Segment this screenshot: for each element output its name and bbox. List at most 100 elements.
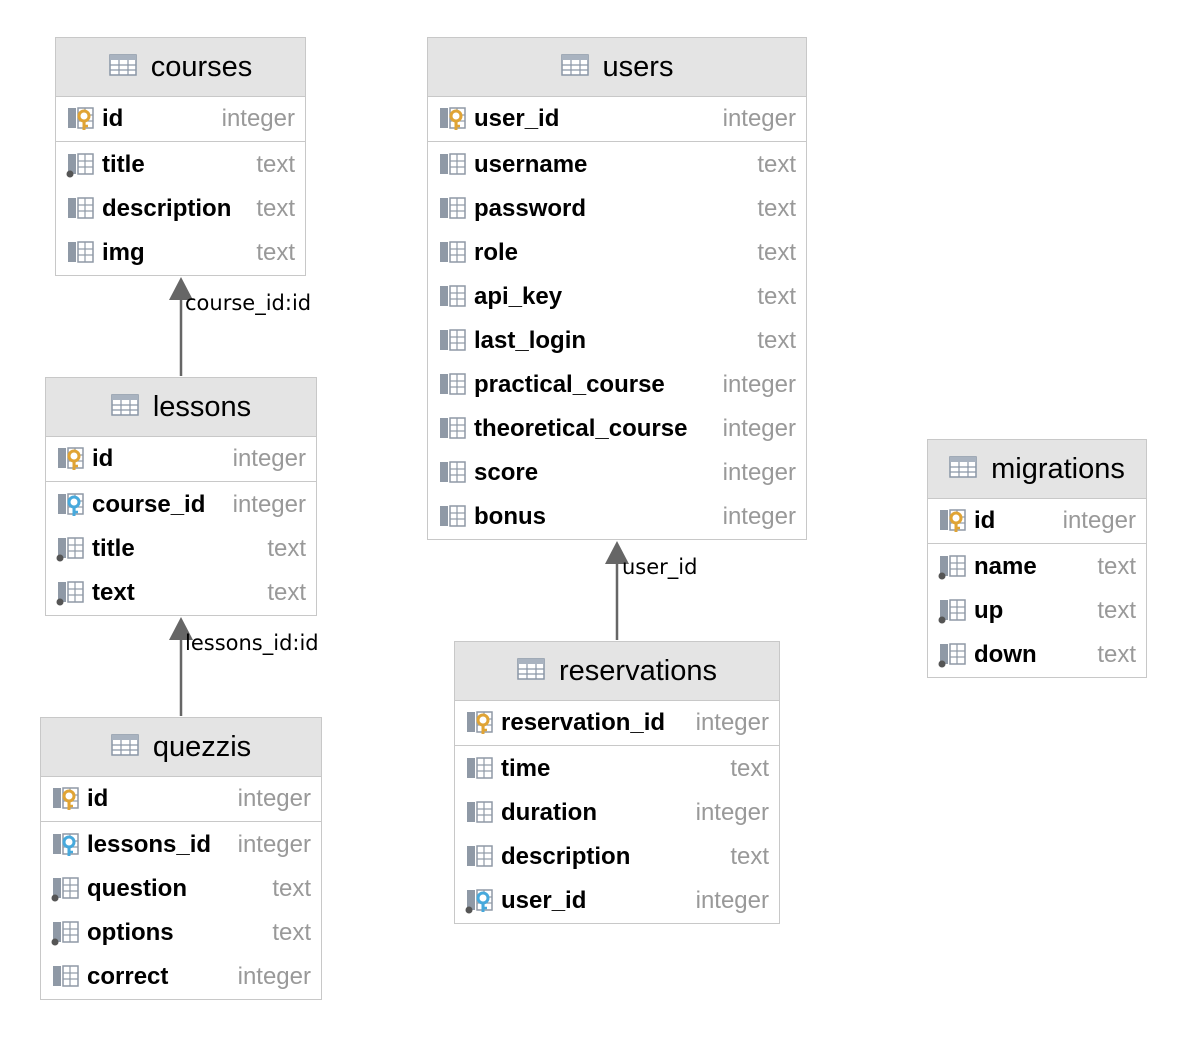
column-row-course_id[interactable]: course_id integer [46,483,316,527]
column-icon [51,920,81,946]
table-header[interactable]: users [428,38,806,97]
table-icon [560,53,589,81]
column-icon [938,554,968,580]
table-icon [111,393,139,421]
table-name: courses [150,50,253,83]
table-icon [517,657,545,685]
column-type: integer [237,831,311,858]
column-name: reservation_id [501,709,666,736]
column-name: duration [501,799,597,826]
foreign-key-icon [465,888,495,914]
column-type: integer [1062,507,1136,534]
table-header[interactable]: courses [56,38,305,97]
column-row-up[interactable]: up text [928,589,1146,633]
column-row-duration[interactable]: duration integer [455,791,779,835]
primary-key-icon [465,710,495,736]
column-row-time[interactable]: time text [455,747,779,791]
column-type: integer [232,491,306,518]
column-type: text [256,151,295,178]
column-type: text [256,239,295,266]
column-name: time [501,755,551,782]
column-icon [56,580,86,606]
column-icon [438,240,468,266]
column-icon [465,756,495,782]
column-name: course_id [92,491,206,518]
column-name: title [102,151,145,178]
column-icon [66,240,96,266]
column-name: theoretical_course [474,415,688,442]
column-icon [51,876,81,902]
column-name: up [974,597,1004,624]
column-type: text [730,755,769,782]
column-row-title[interactable]: title text [56,143,305,187]
table-header[interactable]: migrations [928,440,1146,499]
column-icon [66,152,96,178]
column-type: integer [722,459,796,486]
column-type: integer [232,445,306,472]
column-name: user_id [501,887,587,914]
column-type: text [757,327,796,354]
column-type: text [757,239,796,266]
column-icon [465,844,495,870]
connector-arrowhead [169,617,193,640]
column-icon [66,196,96,222]
primary-key-icon [51,786,81,812]
foreign-key-icon [56,492,86,518]
column-name: id [102,105,124,132]
table-name: migrations [991,452,1125,485]
column-type: text [1097,597,1136,624]
column-name: correct [87,963,169,990]
table-header[interactable]: lessons [46,378,316,437]
table-name: reservations [559,654,717,687]
relation-label: lessons_id:id [185,631,319,656]
column-type: integer [695,799,769,826]
table-header[interactable]: quezzis [41,718,321,777]
table-name: users [602,50,674,83]
column-type: text [757,195,796,222]
connector-arrowhead [169,277,193,300]
column-icon [438,152,468,178]
column-type: text [267,579,306,606]
column-icon [938,598,968,624]
table-header[interactable]: reservations [455,642,779,701]
column-row-text[interactable]: text text [46,571,316,615]
column-name: text [92,579,135,606]
